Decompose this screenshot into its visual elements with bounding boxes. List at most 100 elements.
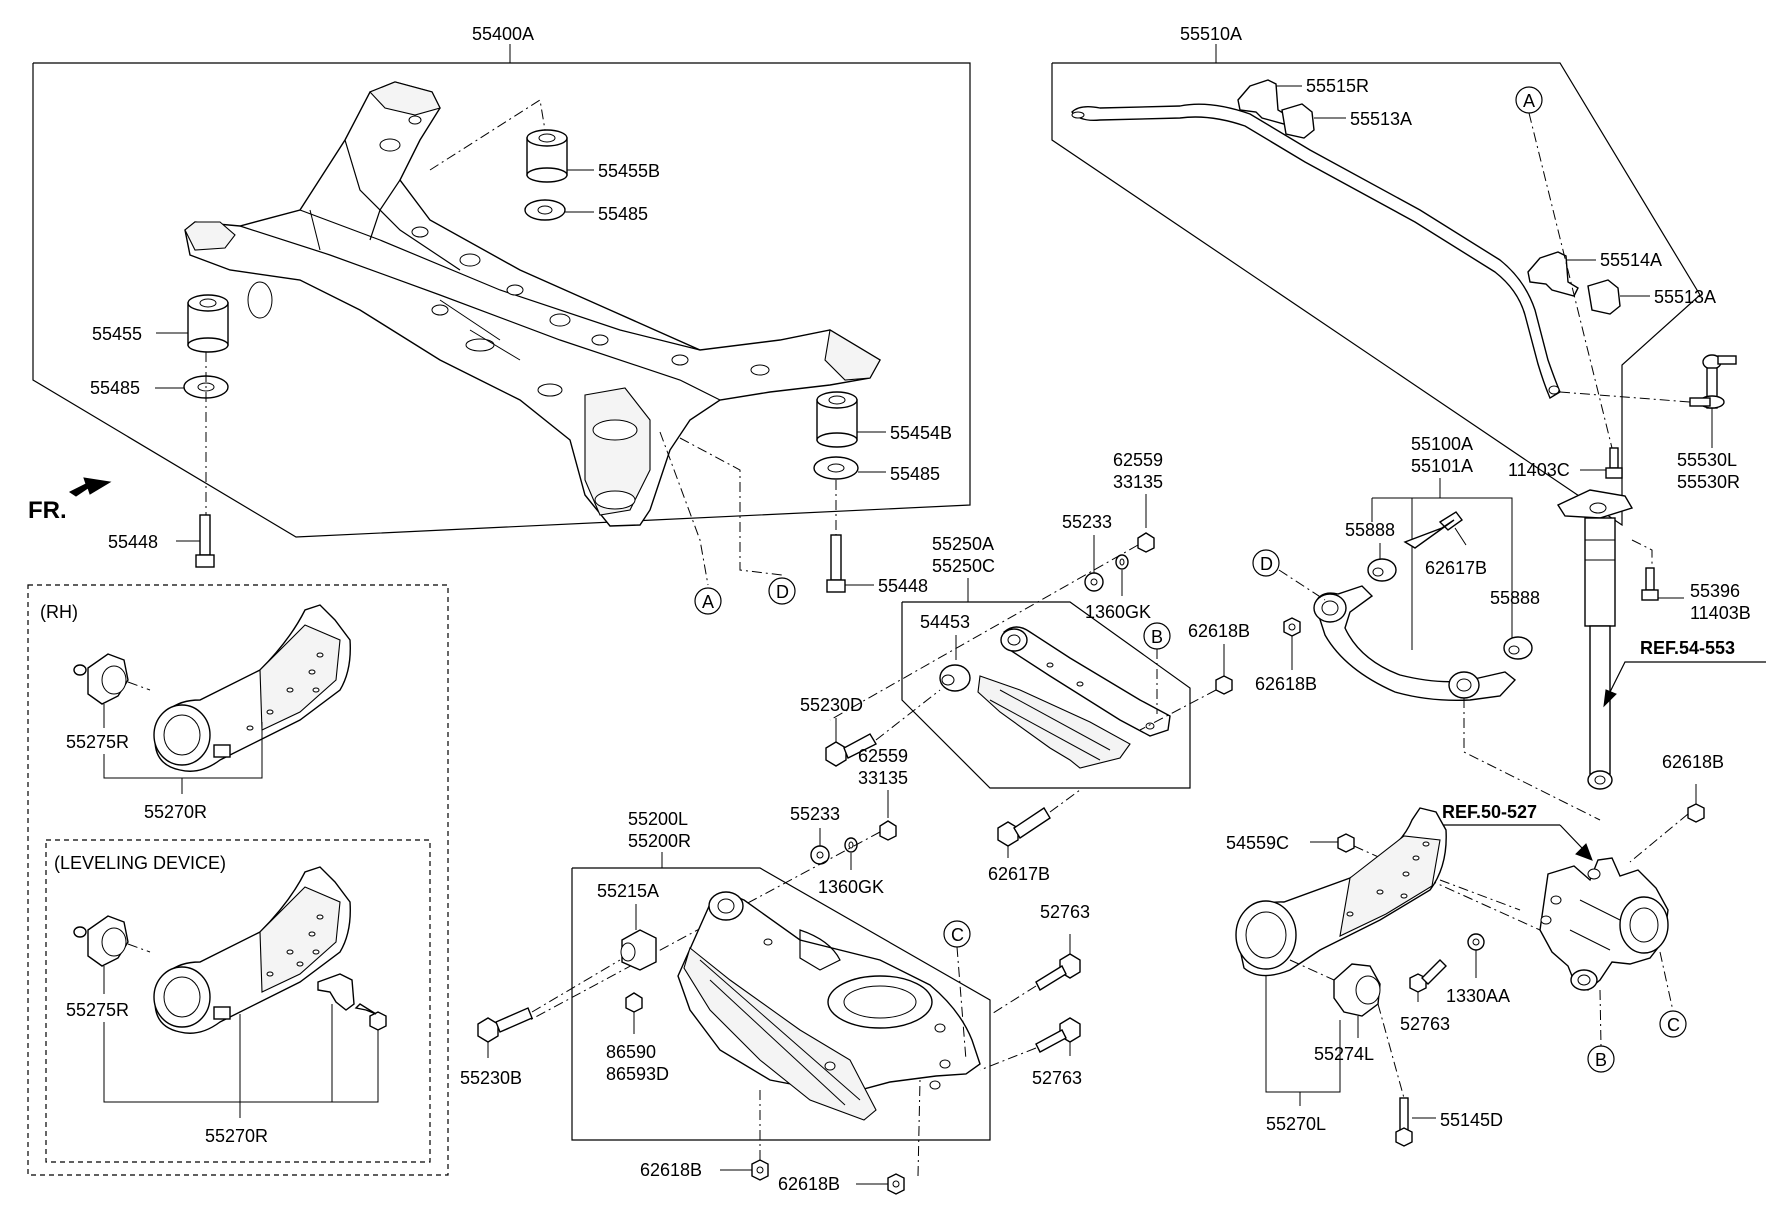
label-62559-b: 62559: [858, 746, 908, 766]
label-52763-b: 52763: [1032, 1068, 1082, 1088]
label-62618B-b: 62618B: [1188, 621, 1250, 641]
label-86590: 86590: [606, 1042, 656, 1062]
label-54453: 54453: [920, 612, 970, 632]
marker-B-arm-label: B: [1151, 627, 1163, 647]
nut-62618B-knuckle: [1687, 803, 1705, 823]
label-33135-b: 33135: [858, 768, 908, 788]
label-55200L: 55200L: [628, 809, 688, 829]
trailing-arm-55270L-drawing: [1235, 807, 1447, 977]
bushing-54453: [939, 664, 971, 692]
label-1330AA: 1330AA: [1446, 986, 1510, 1006]
label-55888-b: 55888: [1490, 588, 1540, 608]
label-55454B: 55454B: [890, 423, 952, 443]
bushing-55274L: [1333, 963, 1381, 1017]
label-rh: (RH): [40, 602, 78, 622]
label-55515R: 55515R: [1306, 76, 1369, 96]
bushing-55888-upper: [1367, 558, 1397, 582]
label-55448-b: 55448: [878, 576, 928, 596]
bolt-55448-right: [826, 534, 846, 593]
label-55513A-a: 55513A: [1350, 109, 1412, 129]
bolt-55230B: [477, 1007, 533, 1043]
label-55400A: 55400A: [472, 24, 534, 44]
nut-62559-upper: [1137, 532, 1155, 553]
nut-62618B-arm: [1215, 675, 1233, 695]
label-55233-b: 55233: [790, 804, 840, 824]
label-55888-a: 55888: [1345, 520, 1395, 540]
label-55275R-a: 55275R: [66, 732, 129, 752]
label-55510A: 55510A: [1180, 24, 1242, 44]
label-55230D: 55230D: [800, 695, 863, 715]
trailing-arm-rh-drawing: [153, 604, 351, 772]
bolt-62617B-lower: [997, 807, 1051, 847]
label-55485-b: 55485: [90, 378, 140, 398]
bolt-55230D: [825, 733, 877, 767]
marker-D-upper-arm: [1252, 549, 1280, 577]
bolt-55396: [1641, 567, 1659, 601]
shock-absorber: [1556, 489, 1634, 790]
label-fr: FR.: [28, 497, 67, 524]
label-62559-a: 62559: [1113, 450, 1163, 470]
marker-B-knuckle: [1587, 1045, 1615, 1073]
label-55250A: 55250A: [932, 534, 994, 554]
washer-55233-lower: [810, 845, 830, 865]
ref50-arrow-icon: [1575, 843, 1593, 861]
marker-B-knuckle-label: B: [1595, 1050, 1607, 1070]
label-55455B: 55455B: [598, 161, 660, 181]
crossmember-drawing: [184, 81, 881, 527]
label-55270R-b: 55270R: [205, 1126, 268, 1146]
label-1360GK-b: 1360GK: [818, 877, 884, 897]
label-55230B: 55230B: [460, 1068, 522, 1088]
trailing-arm-leveling-drawing: [153, 866, 351, 1034]
label-55485-c: 55485: [890, 464, 940, 484]
nut-54559C: [1337, 833, 1355, 853]
label-55250C: 55250C: [932, 556, 995, 576]
bolt-52763-knuckle: [1409, 959, 1447, 993]
label-55200R: 55200R: [628, 831, 691, 851]
marker-D-crossmember: [768, 577, 796, 605]
label-55514A: 55514A: [1600, 250, 1662, 270]
label-leveling: (LEVELING DEVICE): [54, 853, 226, 873]
label-62618B-d: 62618B: [778, 1174, 840, 1194]
nut-62618B-bottom-left: [751, 1159, 769, 1181]
label-54559C: 54559C: [1226, 833, 1289, 853]
bushing-55454B: [816, 391, 858, 448]
marker-A-crossmember-label: A: [702, 592, 714, 612]
marker-D-crossmember-label: D: [776, 582, 789, 602]
label-55270L: 55270L: [1266, 1114, 1326, 1134]
nut-62559-lower: [879, 820, 897, 841]
label-62617B-a: 62617B: [1425, 558, 1487, 578]
stabilizer-bar-drawing: [1071, 103, 1561, 400]
marker-D-upper-arm-label: D: [1260, 554, 1273, 574]
crossmember-group: 55400A: [32, 24, 971, 568]
arm-55250A-upper: [1003, 626, 1171, 737]
label-ref54: REF.54-553: [1640, 638, 1735, 658]
leveling-bracket: [317, 973, 355, 1011]
label-55530L: 55530L: [1677, 450, 1737, 470]
label-62618B-e: 62618B: [1662, 752, 1724, 772]
ref-54-553: REF.54-553: [1603, 638, 1766, 708]
bolt-62617B-upper: [1403, 511, 1463, 549]
leveling-device-box: [45, 839, 431, 1163]
label-ref50: REF.50-527: [1442, 802, 1537, 822]
bushing-55215A: [620, 929, 657, 971]
nut-62618B-bottom-right: [887, 1173, 905, 1195]
bushing-55455B: [526, 129, 568, 183]
label-55455: 55455: [92, 324, 142, 344]
marker-A-crossmember: [694, 587, 722, 615]
label-55274L: 55274L: [1314, 1044, 1374, 1064]
bushing-55275R-leveling: [73, 915, 129, 967]
front-arrow-icon: [69, 477, 112, 497]
washer-1330AA: [1467, 933, 1485, 951]
bushing-55455: [187, 294, 229, 353]
label-55513A-b: 55513A: [1654, 287, 1716, 307]
label-55233-a: 55233: [1062, 512, 1112, 532]
marker-C-knuckle-label: C: [1667, 1015, 1680, 1035]
washer-1360GK-upper: [1115, 554, 1129, 570]
label-52763-a: 52763: [1040, 902, 1090, 922]
label-55100A: 55100A: [1411, 434, 1473, 454]
knuckle-drawing: [1539, 857, 1669, 991]
nut-86590: [625, 992, 643, 1013]
label-52763-c: 52763: [1400, 1014, 1450, 1034]
label-11403C: 11403C: [1508, 460, 1570, 480]
